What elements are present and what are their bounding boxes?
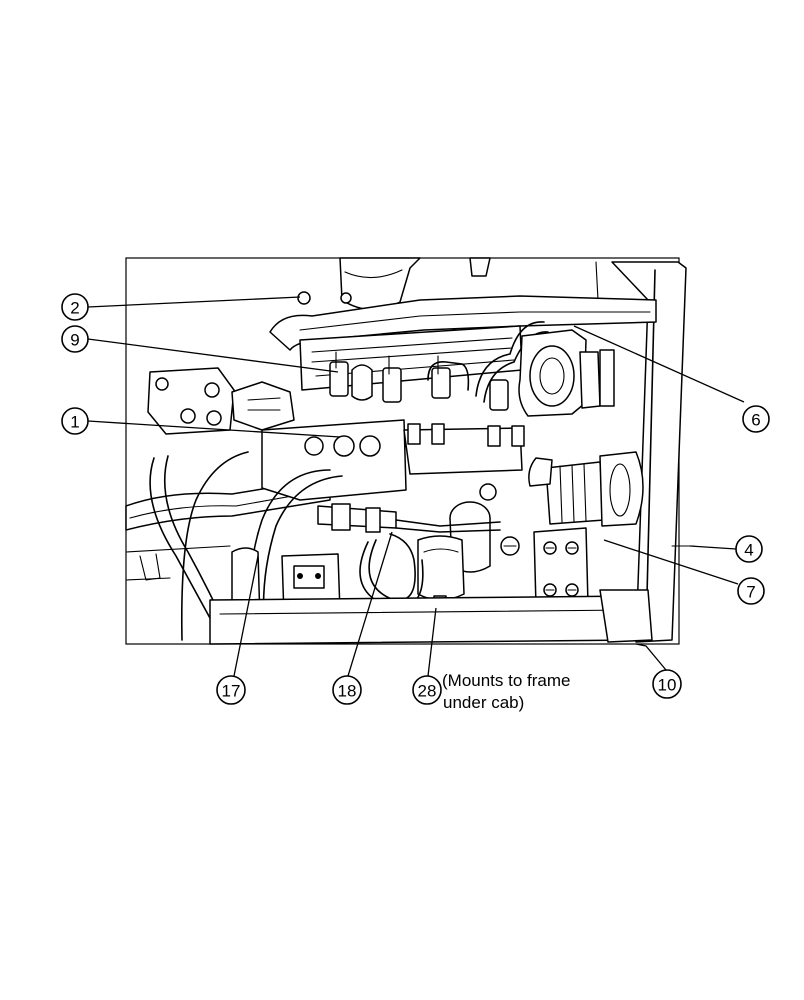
leader-18 bbox=[347, 531, 393, 677]
leader-4 bbox=[689, 545, 737, 550]
callout-28: 28 bbox=[412, 675, 442, 705]
callout-17-label: 17 bbox=[222, 682, 241, 701]
leader-10 bbox=[635, 643, 667, 671]
callout-28-label: 28 bbox=[418, 682, 437, 701]
engine-illustration bbox=[125, 257, 695, 645]
callout-2-label: 2 bbox=[70, 299, 79, 318]
leader-6 bbox=[573, 325, 745, 403]
leader-7 bbox=[603, 539, 739, 585]
callout-7: 7 bbox=[737, 577, 765, 605]
callout-6-label: 6 bbox=[751, 411, 760, 430]
mount-note-line-2: under cab) bbox=[443, 693, 524, 712]
leader-17 bbox=[233, 555, 259, 677]
callout-7-label: 7 bbox=[746, 583, 755, 602]
callout-2: 2 bbox=[61, 293, 89, 321]
leader-28 bbox=[427, 607, 437, 677]
callout-1-label: 1 bbox=[70, 413, 79, 432]
leader-9 bbox=[87, 338, 339, 373]
callout-18-label: 18 bbox=[338, 682, 357, 701]
mount-note: (Mounts to frame under cab) bbox=[442, 671, 571, 712]
callout-9: 9 bbox=[61, 325, 89, 353]
leader-2 bbox=[87, 296, 301, 308]
callout-17: 17 bbox=[216, 675, 246, 705]
callout-1: 1 bbox=[61, 407, 89, 435]
callout-10-label: 10 bbox=[658, 676, 677, 695]
callout-10: 10 bbox=[652, 669, 682, 699]
leader-lines bbox=[87, 296, 745, 677]
mount-note-line-1: (Mounts to frame bbox=[442, 671, 571, 690]
callout-4: 4 bbox=[735, 535, 763, 563]
callout-6: 6 bbox=[742, 405, 770, 433]
callout-9-label: 9 bbox=[70, 331, 79, 350]
callout-4-label: 4 bbox=[744, 541, 753, 560]
leader-1 bbox=[87, 420, 341, 438]
callout-18: 18 bbox=[332, 675, 362, 705]
